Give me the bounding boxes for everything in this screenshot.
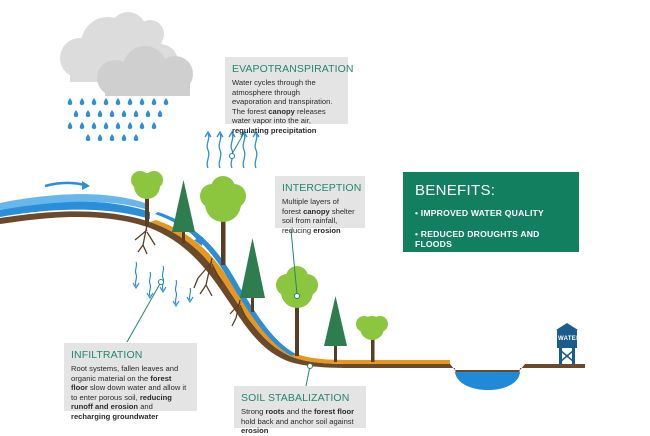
leader-lines (126, 132, 311, 387)
callout-title: INTERCEPTION (282, 182, 362, 194)
pine-tree-icon (240, 238, 265, 312)
raindrop (163, 98, 169, 105)
raindrop (91, 98, 97, 105)
callout-title: EVAPOTRANSPIRATION (232, 63, 354, 75)
raindrop (145, 110, 151, 117)
raindrop (97, 110, 103, 117)
rain-icon (67, 98, 169, 141)
roots (134, 224, 247, 327)
callout-body: Multiple layers of forest canopy shelter… (282, 197, 355, 235)
benefit-item: • IMPROVED WATER QUALITY (415, 208, 544, 218)
raindrop (151, 98, 157, 105)
raindrop (67, 98, 73, 105)
evapotranspiration-callout: EVAPOTRANSPIRATION Water cycles through … (225, 57, 354, 135)
raindrop (79, 98, 85, 105)
tree-icon (131, 171, 163, 226)
raindrop (139, 122, 145, 129)
raindrop (133, 134, 139, 141)
tree-icon (356, 316, 388, 362)
runoff-stream (0, 201, 150, 219)
hillside (0, 211, 585, 386)
raindrop (115, 98, 121, 105)
callout-body: Water cycles through the atmosphere thro… (232, 78, 333, 135)
raindrop (157, 110, 163, 117)
raindrop (133, 110, 139, 117)
callout-title: INFILTRATION (71, 349, 143, 361)
raindrop (103, 98, 109, 105)
pine-tree-icon (324, 296, 347, 362)
vapor-arrow-icon (204, 130, 260, 169)
raindrop (91, 122, 97, 129)
raindrop (115, 122, 121, 129)
cloud-icon (97, 46, 193, 96)
raindrop (97, 134, 103, 141)
runoff-stream (0, 194, 145, 210)
raindrop (85, 134, 91, 141)
raindrop (79, 122, 85, 129)
raindrop (109, 110, 115, 117)
callout-body: Strong roots and the forest floor hold b… (241, 407, 355, 436)
benefit-item: • REDUCED DROUGHTS AND FLOODS (415, 229, 540, 249)
soil-stabalization-callout: SOIL STABALIZATION Strong roots and the … (234, 386, 366, 435)
raindrop (127, 98, 133, 105)
raindrop (127, 122, 133, 129)
leader-dots (158, 153, 313, 369)
benefits-title: BENEFITS: (415, 182, 496, 199)
tree-icon (276, 266, 318, 356)
water-tower-icon (556, 323, 578, 364)
raindrop (151, 122, 157, 129)
raindrop (103, 122, 109, 129)
callout-title: SOIL STABALIZATION (241, 392, 350, 404)
raindrop (121, 110, 127, 117)
raindrop (139, 98, 145, 105)
tree-icon (200, 176, 246, 265)
raindrop (109, 134, 115, 141)
raindrop (121, 134, 127, 141)
raindrop (67, 122, 73, 129)
slope-stream (155, 212, 296, 356)
callout-body: Root systems, fallen leaves and organic … (71, 364, 187, 421)
infiltration-callout: INFILTRATION Root systems, fallen leaves… (64, 343, 197, 421)
interception-callout: INTERCEPTION Multiple layers of forest c… (275, 176, 365, 235)
infiltration-arrow-icon (132, 261, 194, 308)
raindrop (85, 110, 91, 117)
pine-tree-icon (172, 180, 195, 243)
raindrop (73, 110, 79, 117)
benefits-panel: BENEFITS: • IMPROVED WATER QUALITY • RED… (403, 172, 579, 252)
water-tower-label: WATER (558, 336, 581, 342)
pond (455, 372, 520, 390)
